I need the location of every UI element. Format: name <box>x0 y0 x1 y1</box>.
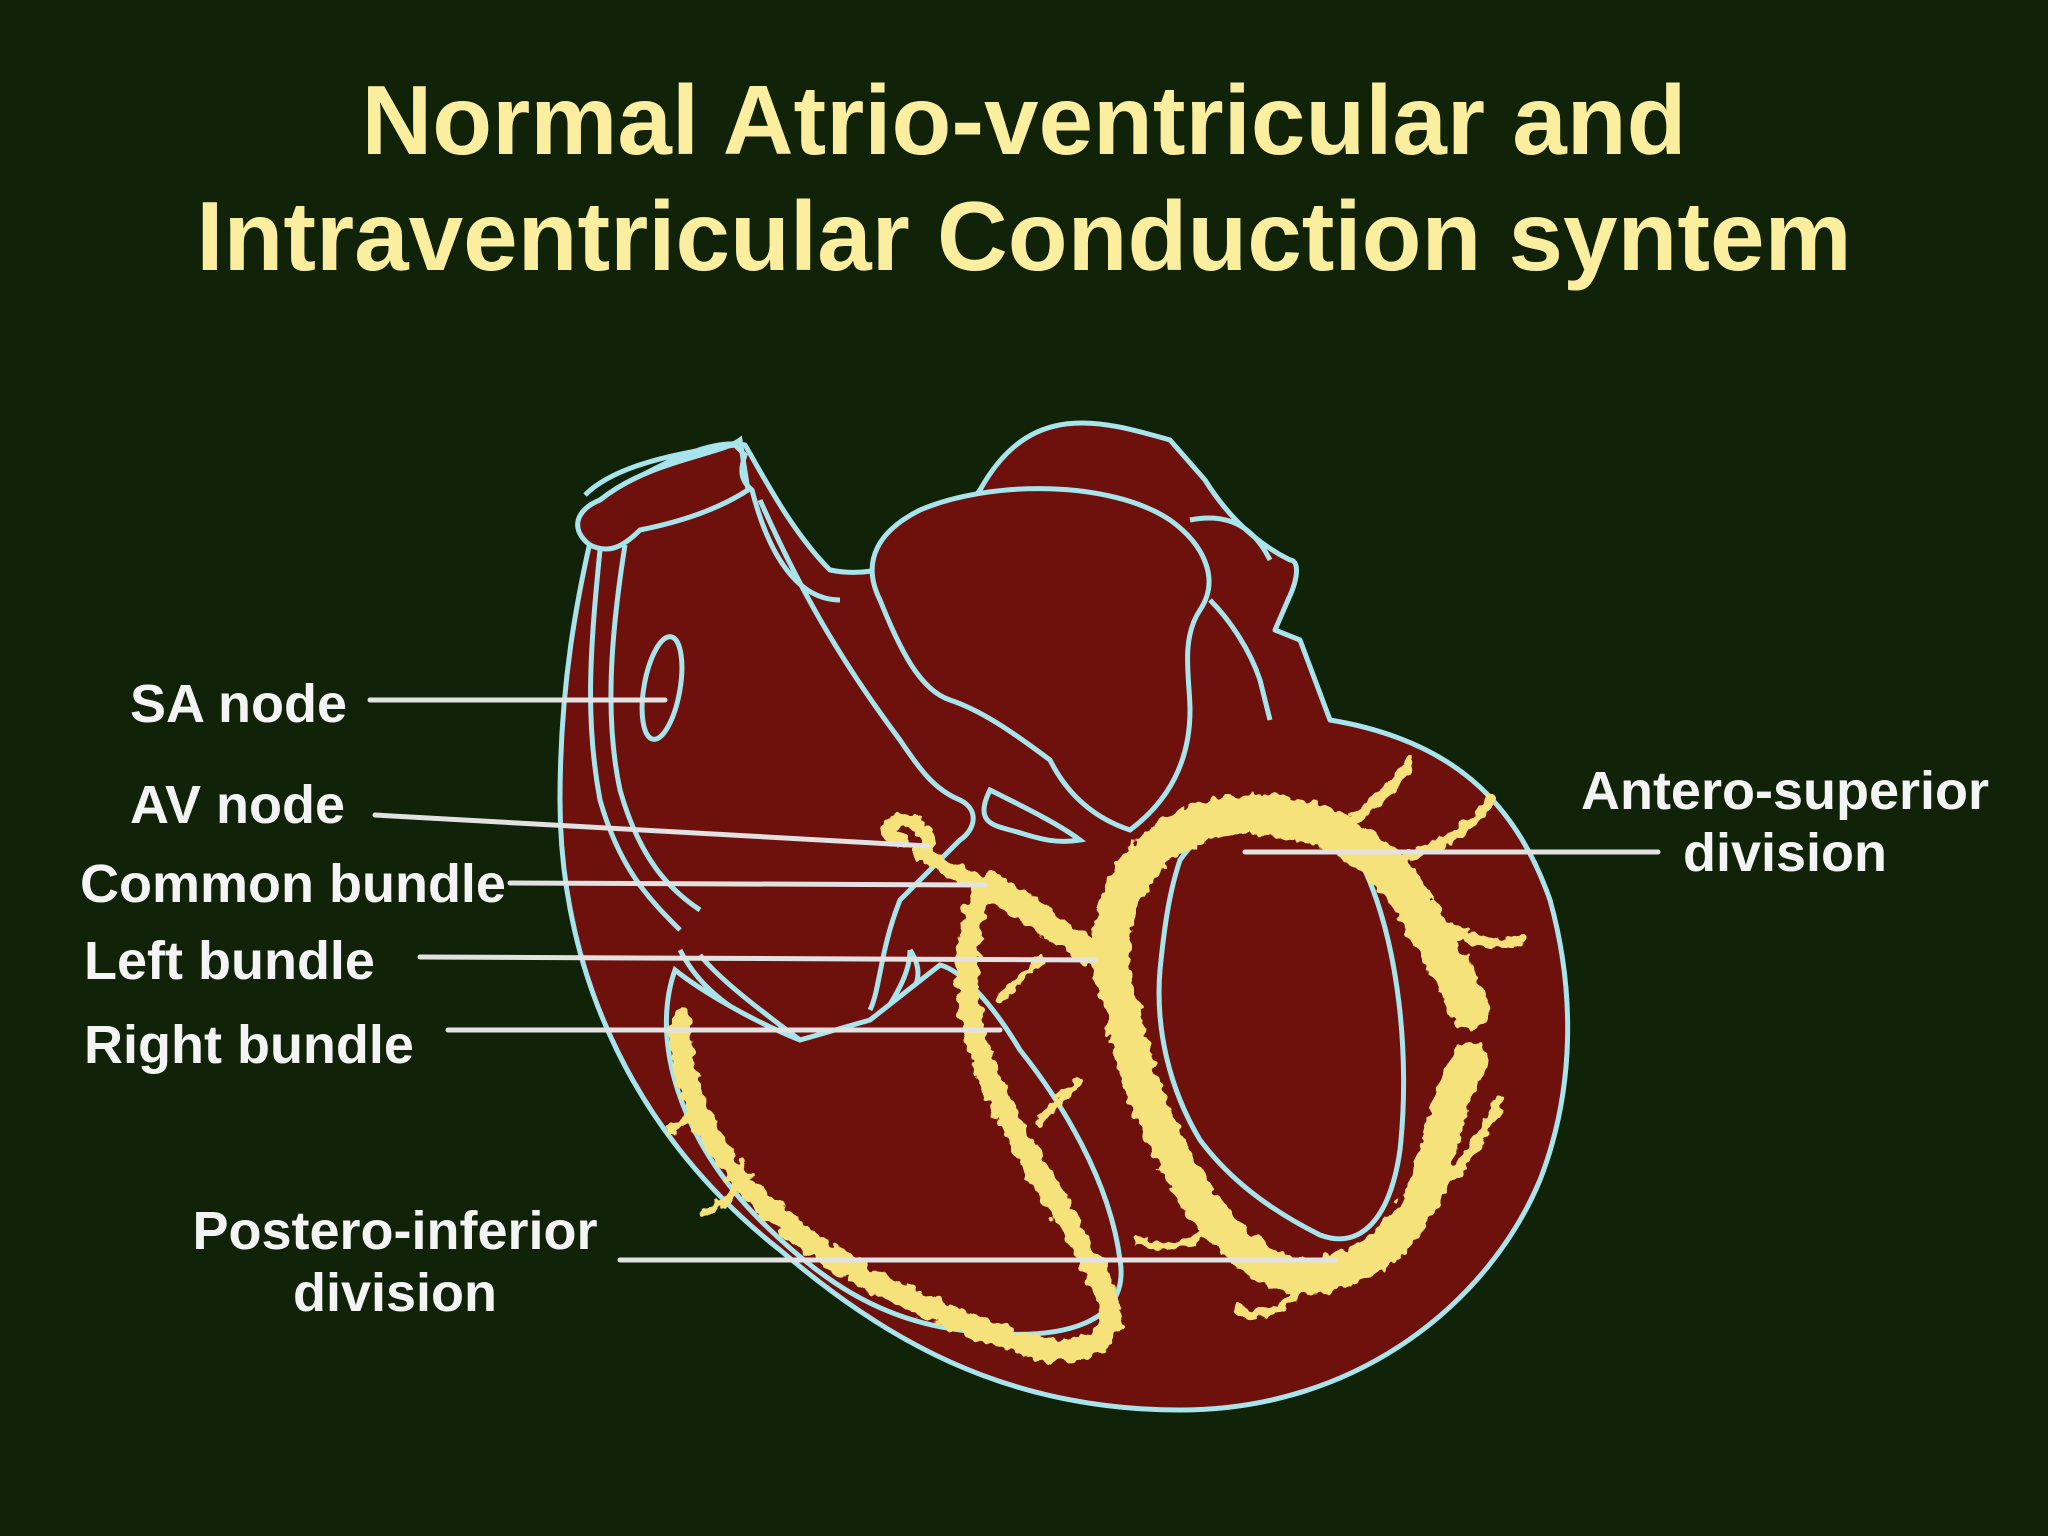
leader-common-bundle <box>507 880 988 888</box>
leader-av-node <box>372 812 931 849</box>
label-postero-inferior-line-2: division <box>292 1263 498 1323</box>
conduction-system <box>666 755 1525 1361</box>
postero-inferior-shape <box>1092 942 1488 1295</box>
label-right-bundle: Right bundle <box>84 1015 414 1075</box>
title-line-1: Normal Atrio-ventricular and <box>361 65 1687 175</box>
leader-left-bundle <box>417 954 1098 963</box>
label-antero-superior-line-2: division <box>1682 823 1888 883</box>
label-av-node: AV node <box>130 775 345 835</box>
right-ventricle <box>663 962 1124 1337</box>
label-postero-inferior-line-1: Postero-inferior <box>192 1201 598 1261</box>
right-atrium-wall <box>588 549 682 932</box>
sa-node-shape <box>639 634 685 742</box>
antero-superior-shape <box>1090 794 1490 1030</box>
label-sa-node: SA node <box>130 674 348 734</box>
leader-lines <box>367 697 1661 1263</box>
septum <box>757 498 976 1012</box>
label-antero-superior-line-1: Antero-superior <box>1580 761 1990 821</box>
title-line-2: Intraventricular Conduction syntem <box>196 181 1852 291</box>
label-common-bundle: Common bundle <box>80 854 506 914</box>
vena-cava <box>575 435 751 552</box>
aorta <box>869 486 1212 833</box>
label-left-bundle: Left bundle <box>84 931 375 991</box>
